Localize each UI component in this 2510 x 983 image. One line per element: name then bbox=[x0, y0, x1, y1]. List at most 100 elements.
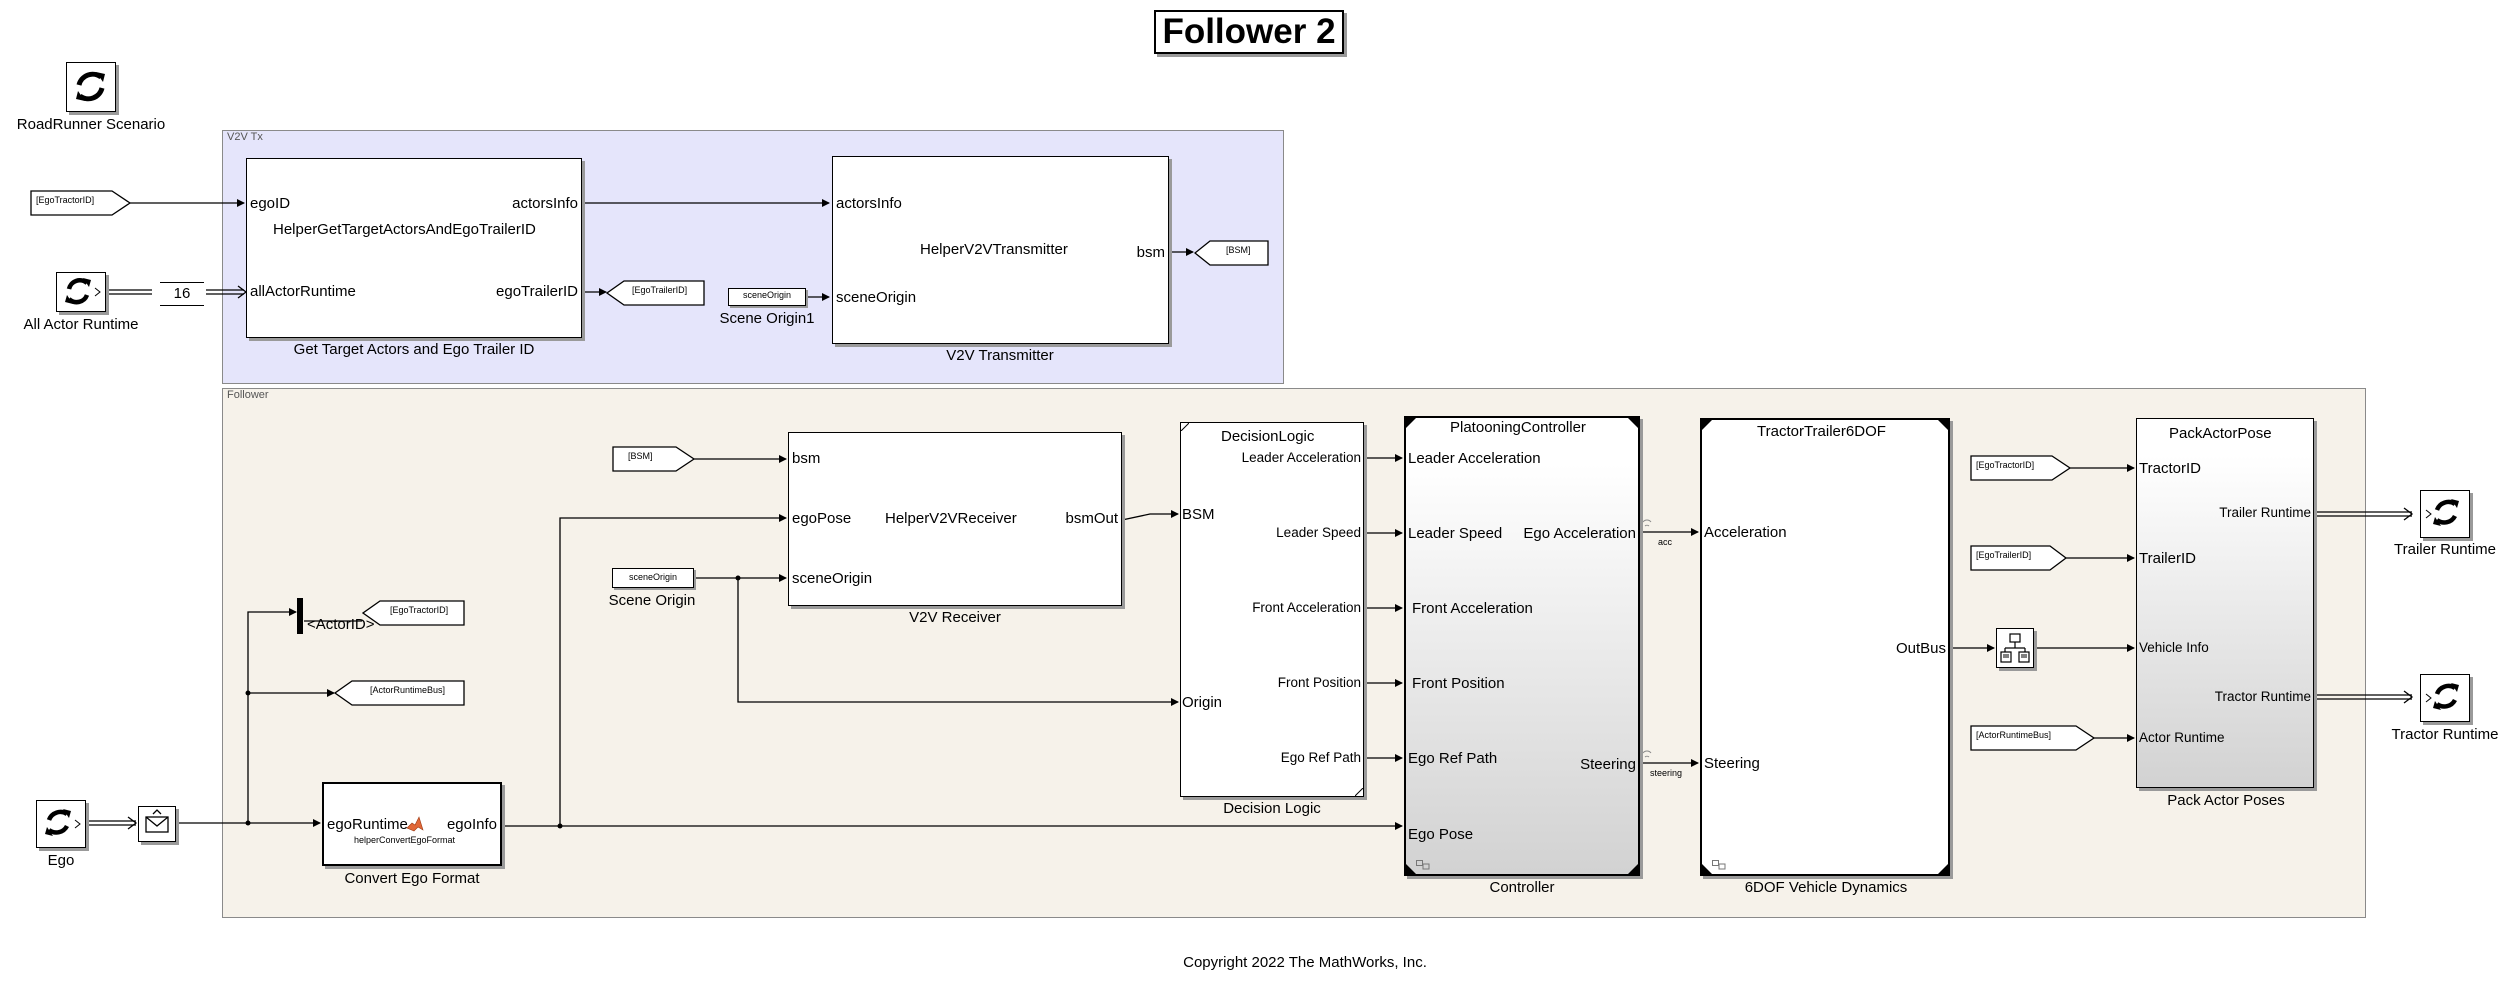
get-target-actors-caption: Get Target Actors and Ego Trailer ID bbox=[293, 341, 535, 358]
corner-mark-icon bbox=[1628, 418, 1638, 428]
decision-title: DecisionLogic bbox=[1221, 428, 1315, 445]
convert-ego-format-caption: Convert Ego Format bbox=[344, 870, 480, 887]
message-receive-block[interactable] bbox=[138, 806, 176, 842]
convert-ego-format-block[interactable]: egoRuntime egoInfo helperConvertEgoForma… bbox=[322, 782, 502, 866]
port-actor-runtime-in: Actor Runtime bbox=[2139, 730, 2225, 745]
port-egoinfo-out: egoInfo bbox=[446, 816, 497, 833]
scene-origin-constant[interactable]: sceneOrigin bbox=[612, 568, 694, 588]
dynamics-title: TractorTrailer6DOF bbox=[1757, 423, 1886, 440]
port-leader-acceleration-out: Leader Acceleration bbox=[1241, 450, 1361, 465]
bus-creator-block[interactable] bbox=[1996, 628, 2034, 668]
function-name: helperConvertEgoFormat bbox=[354, 835, 456, 845]
corner-mark-icon bbox=[1938, 420, 1948, 430]
v2v-receiver-block[interactable]: bsm egoPose sceneOrigin bsmOut HelperV2V… bbox=[788, 432, 1122, 606]
v2v-tx-area-title: V2V Tx bbox=[227, 131, 263, 143]
scene-origin1-label: Scene Origin1 bbox=[719, 310, 815, 327]
port-steering-in: Steering bbox=[1704, 755, 1760, 772]
port-leader-speed-in: Leader Speed bbox=[1408, 525, 1503, 542]
refresh-icon bbox=[2425, 499, 2459, 526]
port-egopose-in: egoPose bbox=[792, 510, 852, 527]
refresh-icon bbox=[2425, 683, 2459, 710]
all-actor-runtime-block[interactable] bbox=[56, 272, 106, 312]
wire-ego-to-selector bbox=[247, 608, 297, 823]
port-ego-ref-path-out: Ego Ref Path bbox=[1280, 750, 1361, 765]
port-bsmout-out: bsmOut bbox=[1065, 510, 1118, 527]
port-acceleration-in: Acceleration bbox=[1704, 524, 1787, 541]
title-text: Follower 2 bbox=[1162, 12, 1336, 51]
goto-bsm[interactable]: [BSM] bbox=[1194, 240, 1270, 266]
get-target-actors-block[interactable]: egoID allActorRuntime actorsInfo egoTrai… bbox=[246, 158, 582, 338]
port-front-position-out: Front Position bbox=[1277, 675, 1361, 690]
port-sceneorigin-in: sceneOrigin bbox=[792, 570, 873, 587]
port-vehicle-info-in: Vehicle Info bbox=[2139, 640, 2209, 655]
signal-label-acc: acc bbox=[1658, 537, 1673, 547]
decision-logic-block[interactable]: DecisionLogic BSM Origin Leader Accelera… bbox=[1180, 422, 1364, 797]
v2v-transmitter-block[interactable]: actorsInfo sceneOrigin bsm HelperV2VTran… bbox=[832, 156, 1169, 344]
tag-text: [ActorRuntimeBus] bbox=[1976, 730, 2052, 740]
tractor-runtime-block[interactable] bbox=[2420, 674, 2470, 722]
from-egotractorid[interactable]: [EgoTractorID] bbox=[1970, 455, 2072, 481]
roadrunner-scenario-label: RoadRunner Scenario bbox=[16, 116, 166, 133]
corner-mark-icon bbox=[1406, 864, 1416, 874]
from-actorruntimebus[interactable]: [ActorRuntimeBus] bbox=[1970, 725, 2096, 751]
copyright-text: Copyright 2022 The MathWorks, Inc. bbox=[1183, 954, 1427, 971]
port-origin-in: Origin bbox=[1182, 694, 1223, 711]
wire-origin bbox=[737, 578, 1179, 706]
tractor-runtime-label: Tractor Runtime bbox=[2391, 726, 2499, 743]
model-title: Follower 2 bbox=[1154, 10, 1344, 54]
port-ego-acceleration-out: Ego Acceleration bbox=[1523, 525, 1636, 542]
tag-text: [EgoTractorID] bbox=[36, 195, 95, 205]
port-outbus-out: OutBus bbox=[1895, 640, 1946, 657]
port-ego-ref-path-in: Ego Ref Path bbox=[1408, 750, 1498, 767]
roadrunner-scenario-block[interactable] bbox=[66, 62, 116, 112]
trailer-runtime-block[interactable] bbox=[2420, 490, 2470, 538]
corner-mark-icon bbox=[1406, 418, 1416, 428]
goto-egotractorid-follower[interactable]: [EgoTractorID] bbox=[362, 600, 466, 626]
tag-text: [ActorRuntimeBus] bbox=[370, 685, 446, 695]
wire-egopose bbox=[559, 514, 787, 826]
scene-origin-label: Scene Origin bbox=[608, 592, 696, 609]
signal-label-steering: steering bbox=[1650, 768, 1683, 778]
scene-origin1-constant[interactable]: sceneOrigin bbox=[728, 288, 806, 306]
ego-label: Ego bbox=[47, 852, 75, 869]
constant-text: sceneOrigin bbox=[628, 572, 678, 582]
tractor-trailer-6dof-block[interactable]: TractorTrailer6DOF Acceleration Steering… bbox=[1700, 418, 1950, 876]
port-bsm-in: BSM bbox=[1182, 506, 1215, 523]
envelope-icon bbox=[145, 809, 169, 833]
from-egotrailerid[interactable]: [EgoTrailerID] bbox=[1970, 545, 2068, 571]
from-bsm[interactable]: [BSM] bbox=[612, 446, 696, 472]
goto-egotractorid-tx[interactable]: [EgoTractorID] bbox=[30, 190, 132, 216]
goto-egotrailerid-tx[interactable]: [EgoTrailerID] bbox=[606, 280, 706, 306]
port-allactorruntime: allActorRuntime bbox=[250, 283, 356, 300]
controller-title: PlatooningController bbox=[1450, 419, 1586, 436]
pack-actor-pose-block[interactable]: PackActorPose TractorID TrailerID Vehicl… bbox=[2136, 418, 2314, 788]
signal-width-label: 16 bbox=[160, 282, 204, 306]
platooning-controller-block[interactable]: PlatooningController Leader Acceleration… bbox=[1404, 416, 1640, 876]
tag-text: [EgoTractorID] bbox=[1976, 460, 2035, 470]
wire-ego-bus bbox=[86, 816, 138, 830]
port-sceneorigin-in: sceneOrigin bbox=[836, 289, 917, 306]
bus-selector-bar[interactable] bbox=[297, 598, 303, 634]
trailer-runtime-label: Trailer Runtime bbox=[2394, 541, 2496, 558]
all-actor-runtime-label: All Actor Runtime bbox=[23, 316, 139, 333]
tag-text: [EgoTrailerID] bbox=[1976, 550, 2032, 560]
port-trailerid-in: TrailerID bbox=[2139, 550, 2196, 567]
port-front-acceleration-out: Front Acceleration bbox=[1252, 600, 1361, 615]
port-trailer-runtime-out: Trailer Runtime bbox=[2219, 505, 2311, 520]
port-tractor-runtime-out: Tractor Runtime bbox=[2214, 689, 2311, 704]
port-egoid: egoID bbox=[250, 195, 291, 212]
controller-caption: Controller bbox=[1489, 879, 1555, 896]
goto-actorruntimebus[interactable]: [ActorRuntimeBus] bbox=[334, 680, 466, 706]
port-ego-pose-in: Ego Pose bbox=[1408, 826, 1474, 843]
ego-block[interactable] bbox=[36, 800, 86, 848]
pack-title: PackActorPose bbox=[2169, 425, 2272, 442]
corner-mark-icon bbox=[1628, 864, 1638, 874]
bus-creator-icon bbox=[2000, 633, 2030, 663]
block-function-name: HelperGetTargetActorsAndEgoTrailerID bbox=[273, 221, 536, 238]
port-egotrailerid: egoTrailerID bbox=[496, 283, 578, 300]
model-reference-icon bbox=[1712, 860, 1726, 870]
constant-text: sceneOrigin bbox=[742, 290, 792, 300]
port-leader-speed-out: Leader Speed bbox=[1276, 525, 1361, 540]
corner-mark-icon bbox=[1702, 420, 1712, 430]
